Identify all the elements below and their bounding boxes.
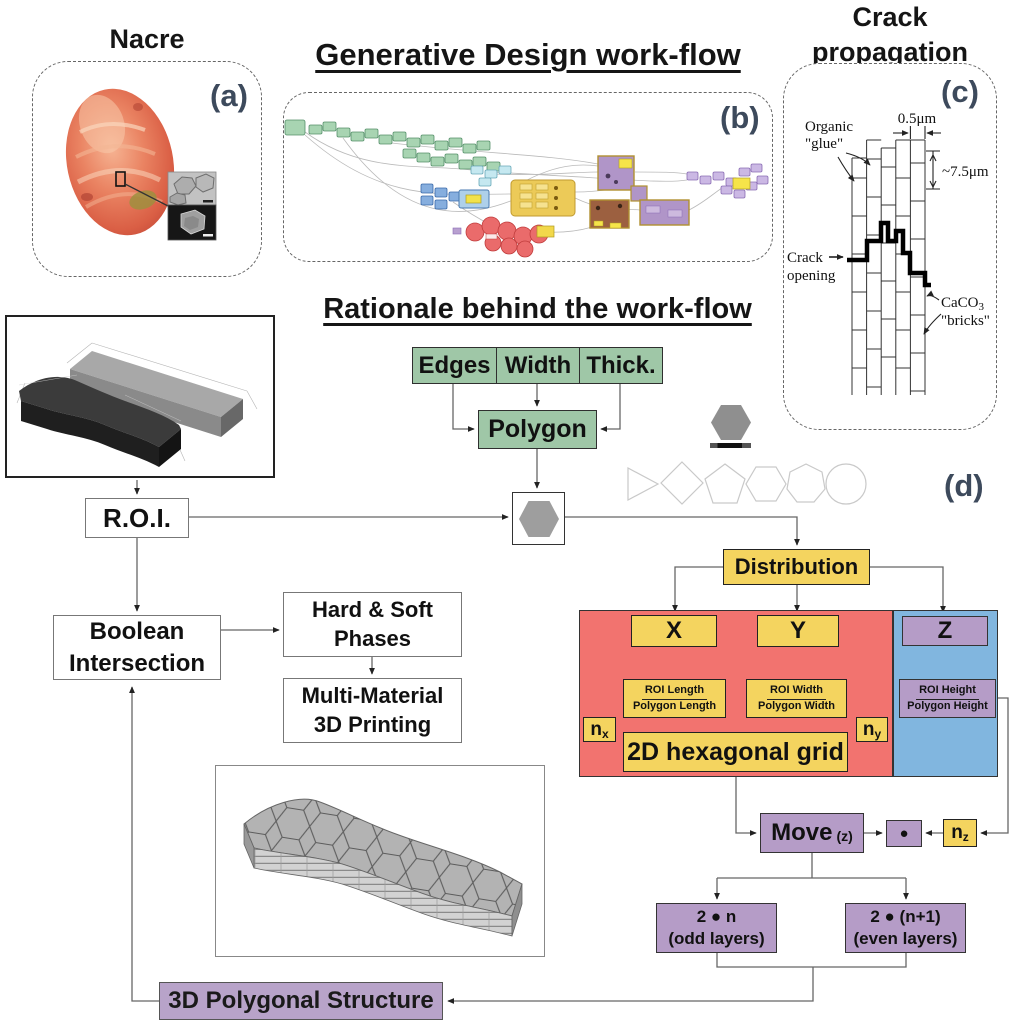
- hexagon-option-icon: [745, 466, 787, 502]
- svg-text:"bricks": "bricks": [941, 313, 990, 329]
- structure-image-box: [215, 765, 545, 957]
- polygonal-structure-box: 3D Polygonal Structure: [159, 982, 443, 1020]
- specimen-image-box: [5, 315, 275, 478]
- svg-text:opening: opening: [787, 268, 836, 284]
- specimen-render: [16, 342, 258, 467]
- axis-y-box: Y: [757, 615, 839, 647]
- scale-height-label: ~7.5μm: [942, 164, 989, 180]
- cyan-node-cluster: [470, 165, 512, 187]
- blue-node-cluster: [420, 183, 490, 210]
- sem-inset-bottom: [167, 204, 217, 241]
- crack-opening-label: Crack: [787, 250, 823, 266]
- yellow-node-cluster: [510, 179, 576, 217]
- panel-c-title: Crack propagation: [812, 2, 968, 68]
- heptagon-option-icon: [786, 463, 826, 503]
- panel-a-title: Nacre: [109, 24, 185, 54]
- diamond-option-icon: [660, 461, 704, 505]
- polygon-box: Polygon: [478, 410, 597, 449]
- axis-x-box: X: [631, 615, 717, 647]
- polygon-options-row: [627, 461, 867, 505]
- hexagon-cell-box: [512, 492, 565, 545]
- panel-c-letter: (c): [941, 74, 979, 109]
- rationale-heading: Rationale behind the work-flow: [323, 293, 752, 325]
- crack-propagation-diagram: Organic "glue" 0.5μm ~7.5μm Crack openin…: [787, 111, 990, 395]
- boolean-intersection-box: Boolean Intersection: [53, 615, 221, 680]
- svg-text:"glue": "glue": [805, 136, 843, 152]
- odd-layers-box: 2 ● n (odd layers): [656, 903, 777, 953]
- scale-width-label: 0.5μm: [898, 111, 937, 127]
- hexagonal-grid-box: 2D hexagonal grid: [623, 732, 848, 772]
- roi-height-fraction-box: ROI Height Polygon Height: [899, 679, 996, 718]
- panel-d-letter: (d): [944, 468, 984, 503]
- thick-box: Thick.: [579, 347, 663, 384]
- roi-length-fraction-box: ROI Length Polygon Length: [623, 679, 726, 718]
- sem-inset-top: [167, 171, 217, 206]
- lavender-node-cluster: [686, 163, 769, 199]
- green-node-cluster: [284, 119, 501, 172]
- organic-glue-label: Organic: [805, 119, 853, 135]
- width-box: Width: [496, 347, 579, 384]
- caco3-bricks-label: CaCO3: [941, 295, 985, 313]
- axis-z-box: Z: [902, 616, 988, 646]
- panel-b-letter: (b): [720, 100, 760, 135]
- dot-operator-box: ●: [886, 820, 922, 847]
- polygon-params-row: Edges Width Thick.: [412, 347, 663, 384]
- triangle-option-icon: [627, 467, 660, 501]
- multi-material-box: Multi-Material 3D Printing: [283, 678, 462, 743]
- roi-box: R.O.I.: [85, 498, 189, 538]
- structure-render: [243, 798, 523, 937]
- even-layers-box: 2 ● (n+1) (even layers): [845, 903, 966, 953]
- panel-b-title: Generative Design work-flow: [315, 37, 741, 72]
- hexagon-stamp-icon: [711, 405, 751, 440]
- pentagon-option-icon: [704, 463, 746, 504]
- node-graph-illustration: [284, 119, 769, 258]
- panel-c-frame: [783, 63, 997, 430]
- hexagon-stamp-underline: [710, 443, 751, 448]
- roi-width-fraction-box: ROI Width Polygon Width: [746, 679, 847, 718]
- circle-option-icon: [825, 463, 867, 505]
- hexagon-icon: [518, 500, 559, 537]
- edges-box: Edges: [412, 347, 496, 384]
- hard-soft-phases-box: Hard & Soft Phases: [283, 592, 462, 657]
- purple-box-cluster: [589, 155, 690, 229]
- distribution-box: Distribution: [723, 549, 870, 585]
- move-z-box: Move(z): [760, 813, 864, 853]
- nacre-shell-image: [65, 88, 217, 241]
- crack-path: [847, 220, 931, 288]
- red-node-cluster: [452, 216, 555, 258]
- panel-a-letter: (a): [210, 78, 248, 113]
